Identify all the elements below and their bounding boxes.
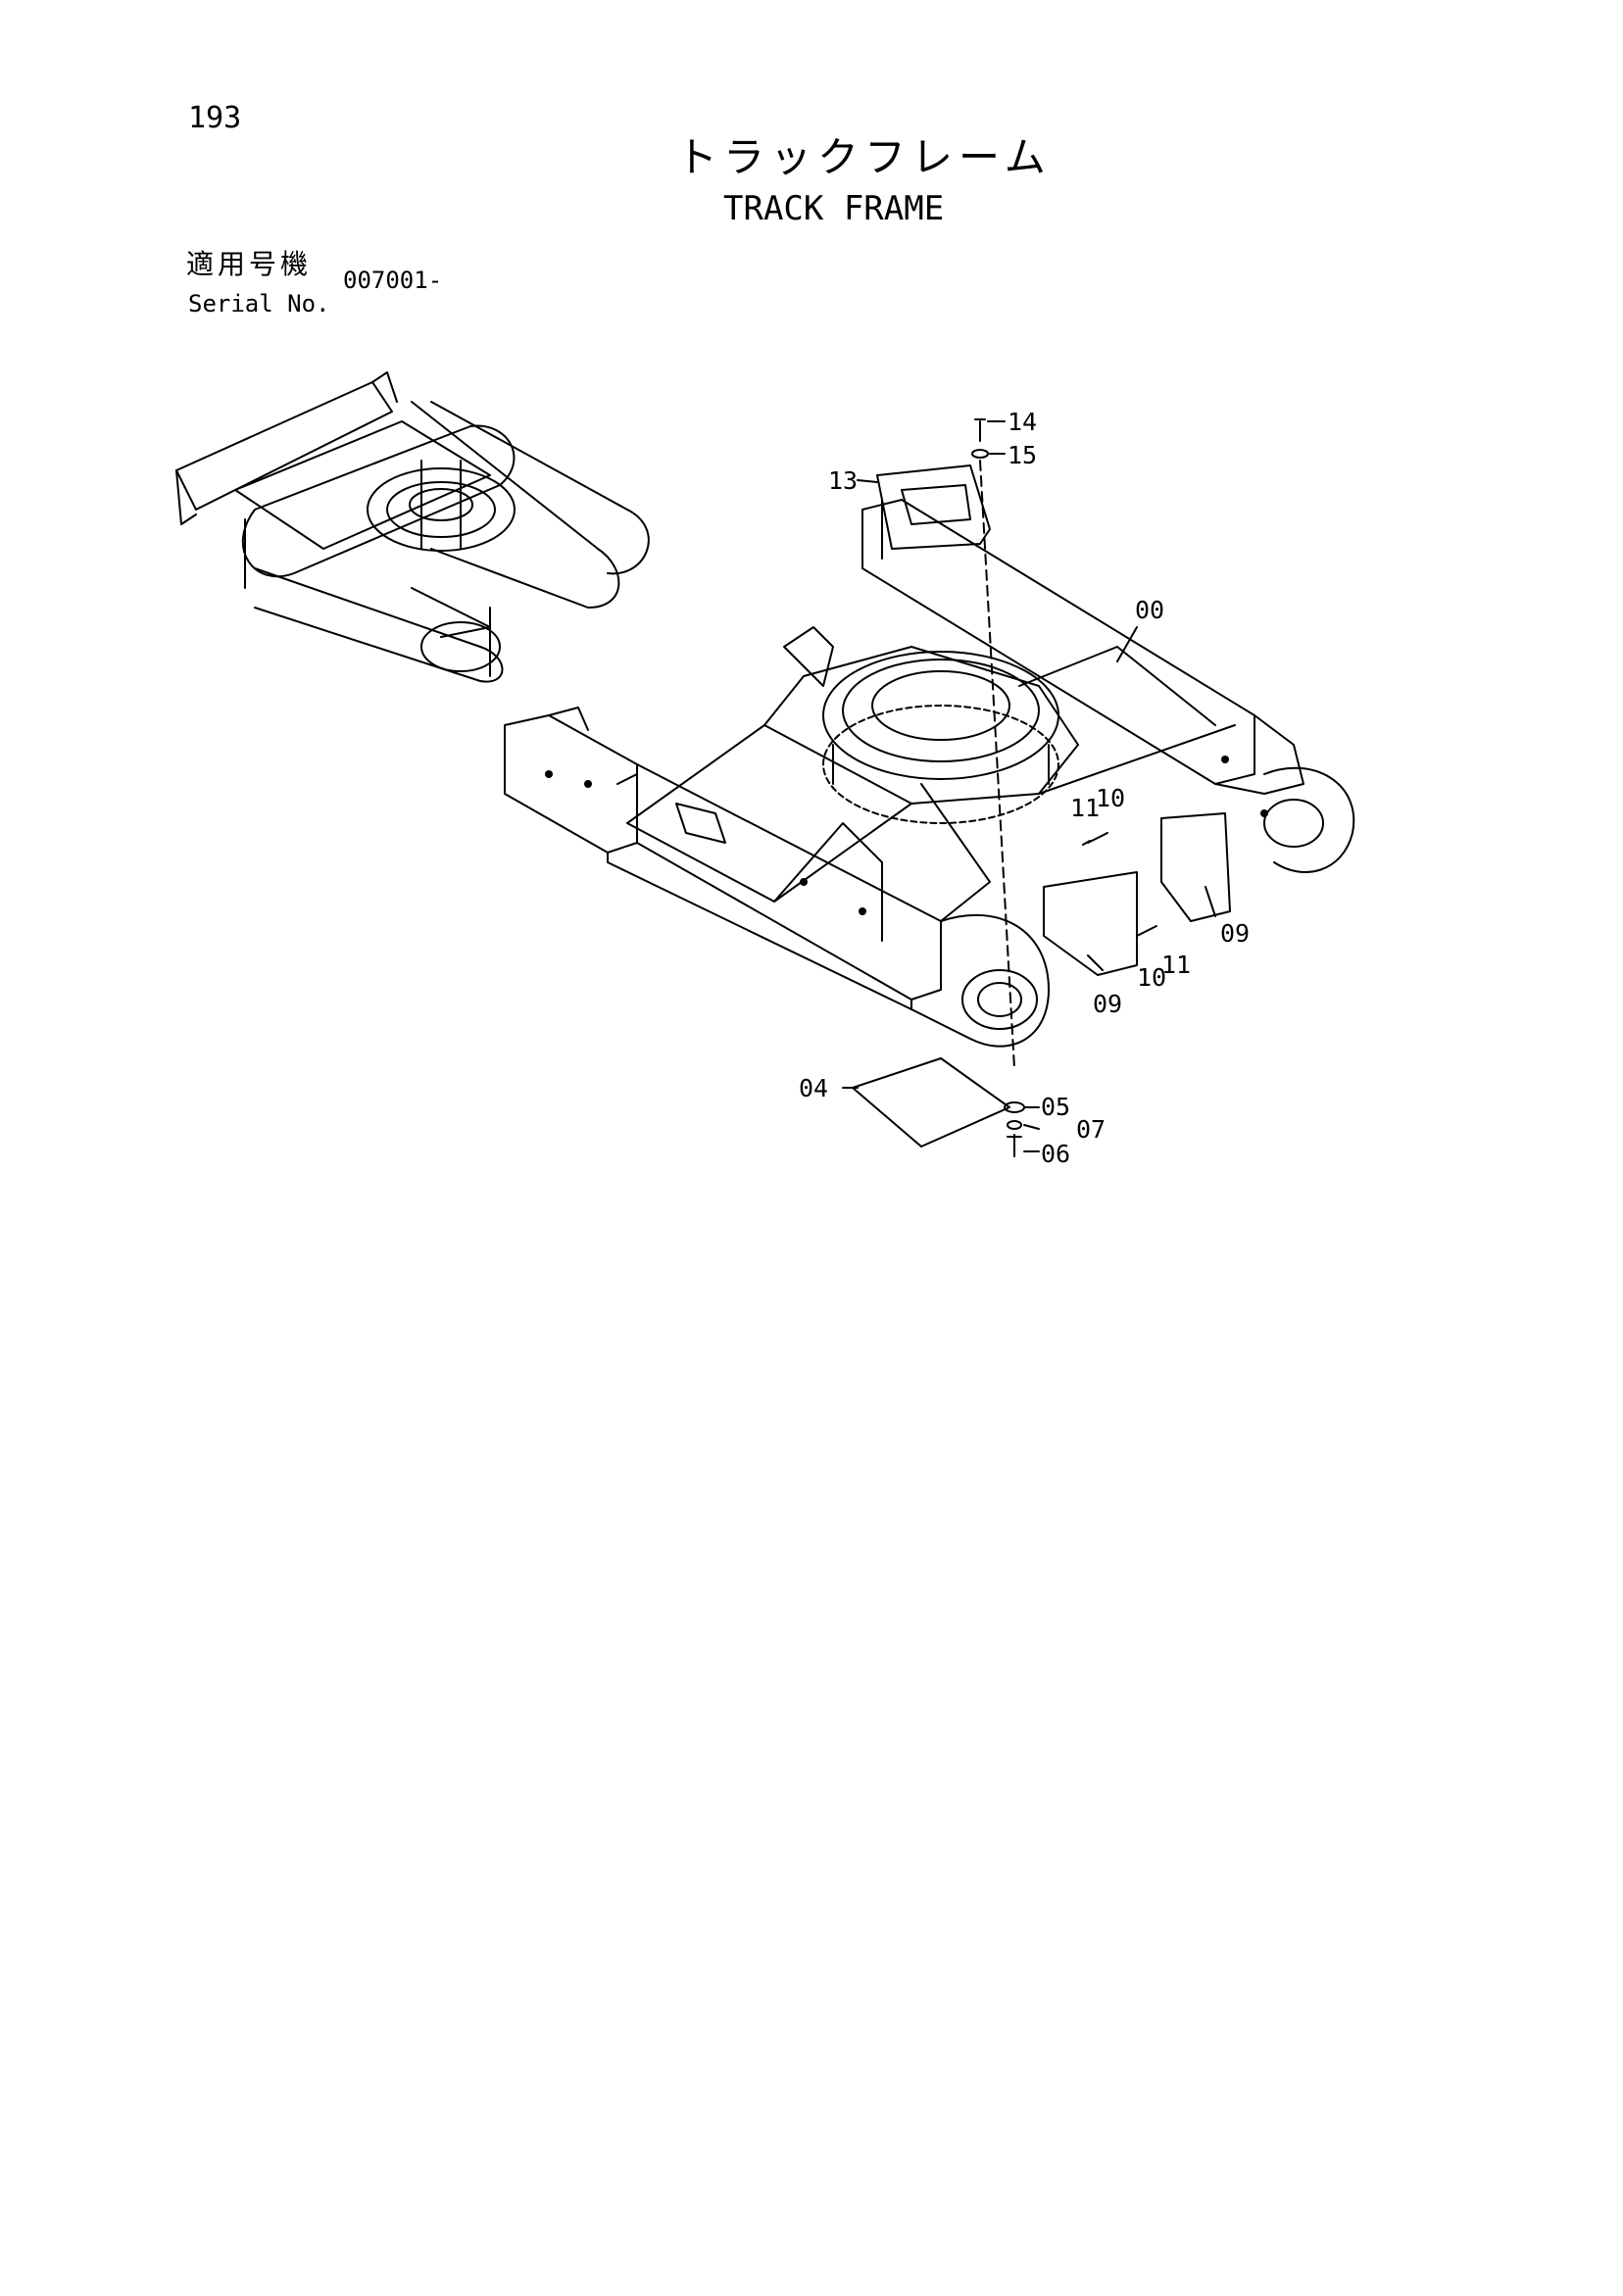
callout-13: 13 xyxy=(828,466,859,495)
callout-06: 06 xyxy=(1041,1140,1071,1168)
callout-10-lower: 10 xyxy=(1137,963,1167,992)
parts-illustration xyxy=(842,418,1231,1157)
serial-label-en: Serial No. xyxy=(188,290,330,318)
serial-number-value: 007001- xyxy=(343,267,443,294)
callout-15: 15 xyxy=(1008,441,1038,469)
callout-00: 00 xyxy=(1135,596,1165,624)
callout-11-upper: 11 xyxy=(1070,794,1101,822)
overview-machine-illustration xyxy=(175,371,650,683)
callout-07: 07 xyxy=(1076,1115,1107,1144)
serial-label-jp: 適用号機 xyxy=(186,248,313,280)
callout-11-lower: 11 xyxy=(1161,951,1192,979)
callout-04: 04 xyxy=(799,1074,829,1102)
callout-09-left: 09 xyxy=(1093,990,1123,1018)
callout-05: 05 xyxy=(1041,1093,1071,1121)
page-title-en: TRACK FRAME xyxy=(723,189,945,228)
page-title-jp: トラックフレーム xyxy=(676,133,1052,181)
track-frame-main-illustration xyxy=(504,499,1355,1048)
page-number: 193 xyxy=(188,101,242,135)
callout-10-upper: 10 xyxy=(1096,784,1126,812)
callout-09-right: 09 xyxy=(1220,919,1251,948)
callout-14: 14 xyxy=(1008,408,1038,436)
